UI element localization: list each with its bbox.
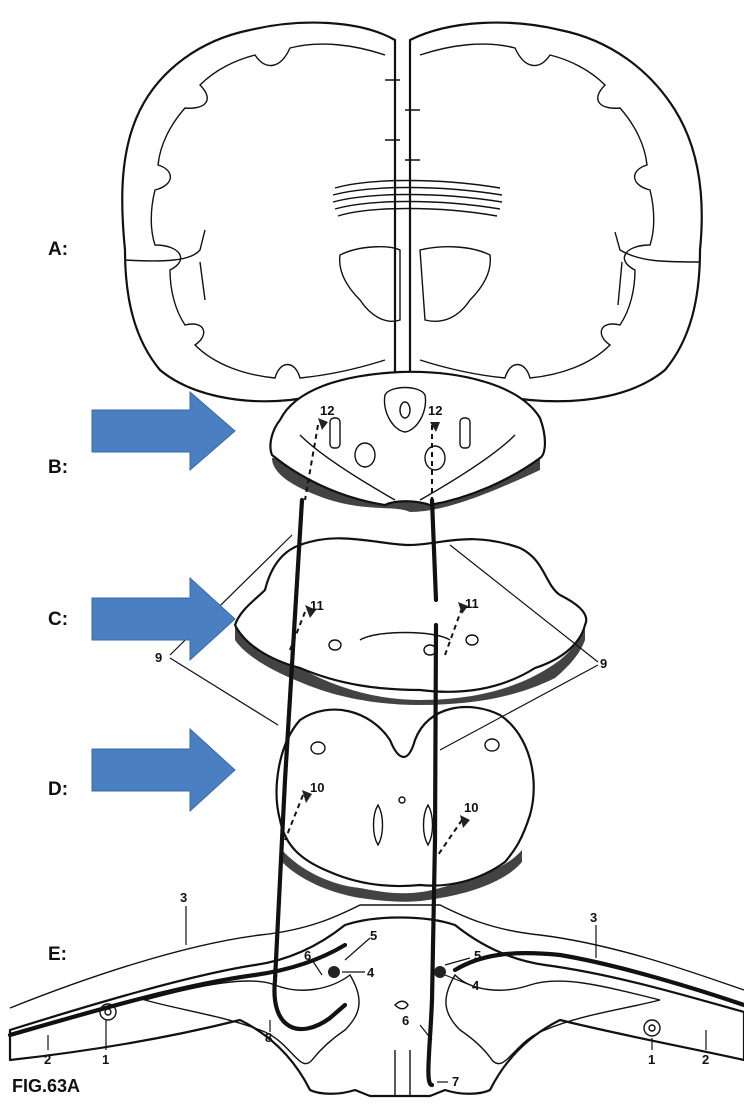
arrow-b	[92, 392, 235, 470]
number-10-left: 10	[310, 780, 324, 795]
number-10-right: 10	[464, 800, 478, 815]
label-c: C:	[48, 609, 68, 630]
number-12-right: 12	[428, 403, 442, 418]
number-7: 7	[452, 1074, 459, 1089]
number-8: 8	[265, 1030, 272, 1045]
label-e: E:	[48, 944, 67, 965]
number-4-left: 4	[367, 965, 375, 980]
number-2-right: 2	[702, 1052, 709, 1067]
number-4-right: 4	[472, 978, 480, 993]
number-5-left: 5	[370, 928, 377, 943]
label-a: A:	[48, 239, 68, 260]
figure-caption: FIG.63A	[12, 1076, 80, 1096]
pointer-arrows	[92, 392, 235, 811]
number-9-left: 9	[155, 650, 162, 665]
number-9-right: 9	[600, 656, 607, 671]
number-5-right: 5	[474, 948, 481, 963]
number-1-right: 1	[648, 1052, 655, 1067]
right-hemisphere	[410, 23, 702, 402]
number-3-left: 3	[180, 890, 187, 905]
spinal-cord-outline	[10, 918, 744, 1097]
number-6-left: 6	[304, 948, 311, 963]
brain-coronal-section	[122, 23, 702, 402]
arrow-c	[92, 578, 235, 660]
pons-slab	[235, 538, 586, 705]
medulla-outline	[277, 707, 534, 886]
label-b: B:	[48, 457, 68, 478]
number-6-right: 6	[402, 1013, 409, 1028]
number-1-left: 1	[102, 1052, 109, 1067]
number-11-left: 11	[310, 598, 324, 613]
number-12-left: 12	[320, 403, 334, 418]
number-3-right: 3	[590, 910, 597, 925]
nucleus-4-right	[434, 966, 446, 978]
medulla-slab	[277, 707, 534, 902]
midbrain-slab	[270, 372, 545, 512]
label-d: D:	[48, 779, 68, 800]
nucleus-4-left	[328, 966, 340, 978]
number-2-left: 2	[44, 1052, 51, 1067]
number-11-right: 11	[465, 596, 479, 611]
arrow-d	[92, 729, 235, 811]
